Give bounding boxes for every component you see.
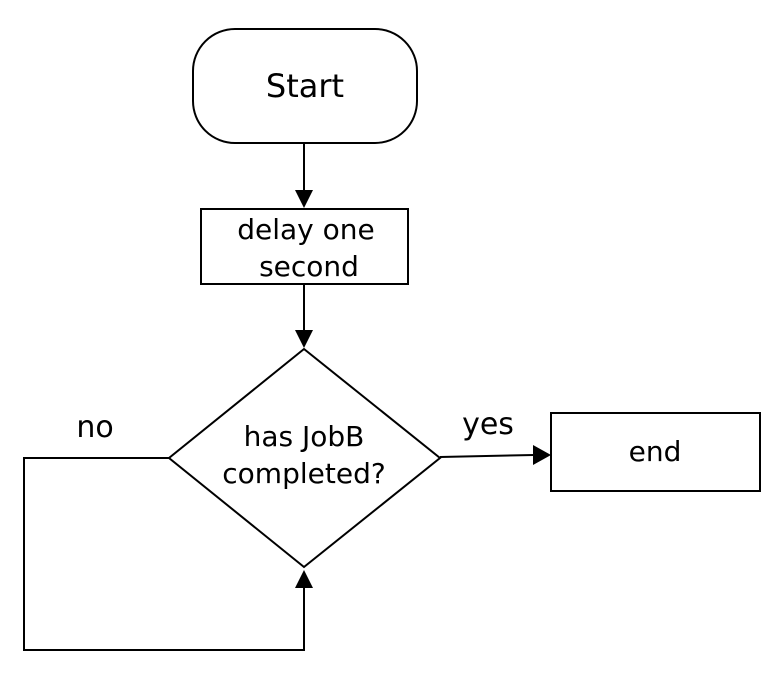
decision-label-line2: completed? xyxy=(222,457,385,490)
delay-node: delay one second xyxy=(200,208,409,285)
start-node: Start xyxy=(192,28,418,144)
arrow-start-to-delay xyxy=(295,143,313,208)
start-label: Start xyxy=(266,67,344,105)
arrow-yes-branch: yes xyxy=(439,407,551,465)
end-label: end xyxy=(629,435,682,468)
arrowhead xyxy=(295,330,313,348)
connector-loop-line xyxy=(23,457,305,651)
end-node: end xyxy=(550,412,761,492)
end-process-shape xyxy=(550,412,761,492)
decision-label-line1: has JobB xyxy=(244,420,365,453)
arrow-no-branch-loop: no xyxy=(23,410,313,651)
arrowhead xyxy=(533,445,551,465)
delay-process-shape xyxy=(200,208,409,285)
yes-label: yes xyxy=(462,407,514,442)
arrowhead xyxy=(295,190,313,208)
delay-label-line2: second xyxy=(259,250,359,283)
decision-node: has JobB completed? xyxy=(167,347,442,569)
connector-line xyxy=(439,454,535,458)
delay-label-line1: delay one xyxy=(237,213,375,246)
arrowhead xyxy=(295,570,313,588)
arrow-delay-to-decision xyxy=(295,284,313,348)
decision-diamond-shape xyxy=(167,347,442,569)
no-label: no xyxy=(76,410,113,445)
